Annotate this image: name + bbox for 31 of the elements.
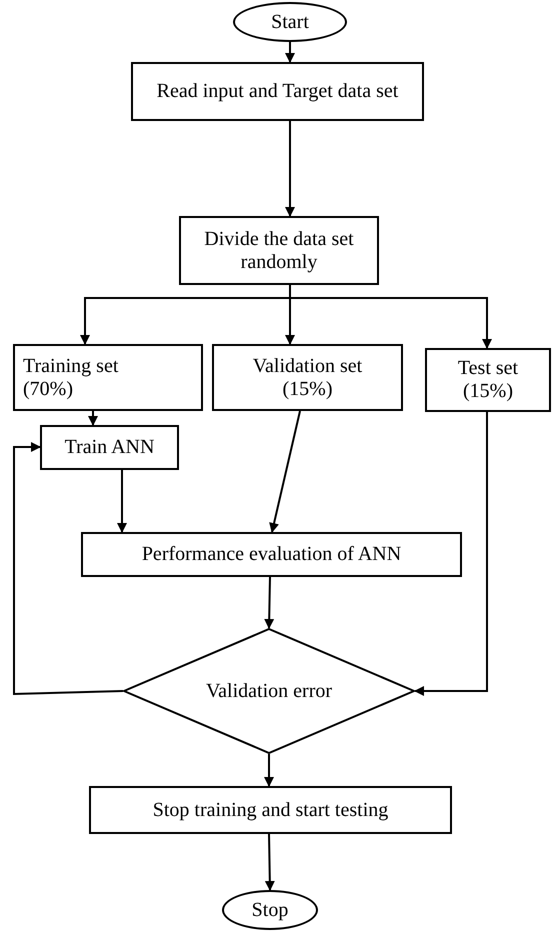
arrow [88,411,98,426]
step-label: Train ANN [64,436,154,459]
process-box [81,532,462,577]
step-label: Validation error [206,680,332,702]
arrow [285,121,295,217]
process-box [89,786,452,834]
step-label: Training set (70%) [23,354,120,400]
step-label: Test set (15%) [456,357,520,403]
process-box [212,344,403,411]
process-box [425,348,551,412]
arrow [264,576,274,629]
step-label: Stop [252,898,288,922]
step-label: Performance evaluation of ANN [142,543,402,566]
process-box [131,62,424,121]
process-box [13,344,203,411]
arrow [285,42,295,63]
process-box [40,425,179,470]
decision-diamond [123,628,415,754]
arrow [289,285,492,349]
arrow [117,470,127,533]
step-label: Stop training and start testing [152,798,388,822]
step-label: Validation set (15%) [252,354,364,400]
step-label: Start [271,10,309,34]
arrow [414,412,488,696]
process-box [179,216,379,285]
step-label: Divide the data set randomly [203,228,355,274]
arrow [264,834,275,891]
arrow [13,442,124,696]
step-label: Read input and Target data set [156,80,398,103]
arrow [269,410,301,533]
arrow [264,754,274,787]
